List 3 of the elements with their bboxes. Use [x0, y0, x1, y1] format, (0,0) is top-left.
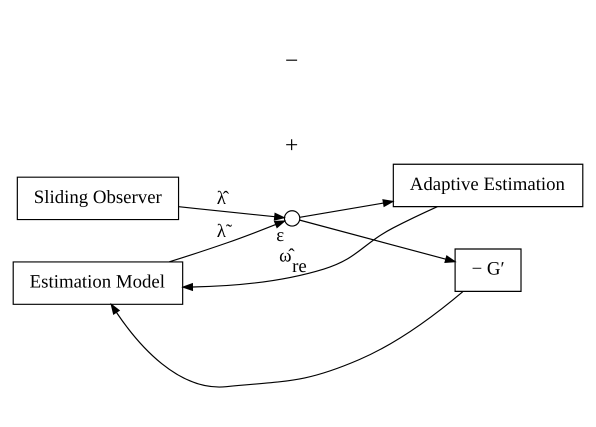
label: +	[285, 132, 298, 158]
node-label: ε	[276, 224, 284, 246]
label: −	[285, 47, 298, 74]
